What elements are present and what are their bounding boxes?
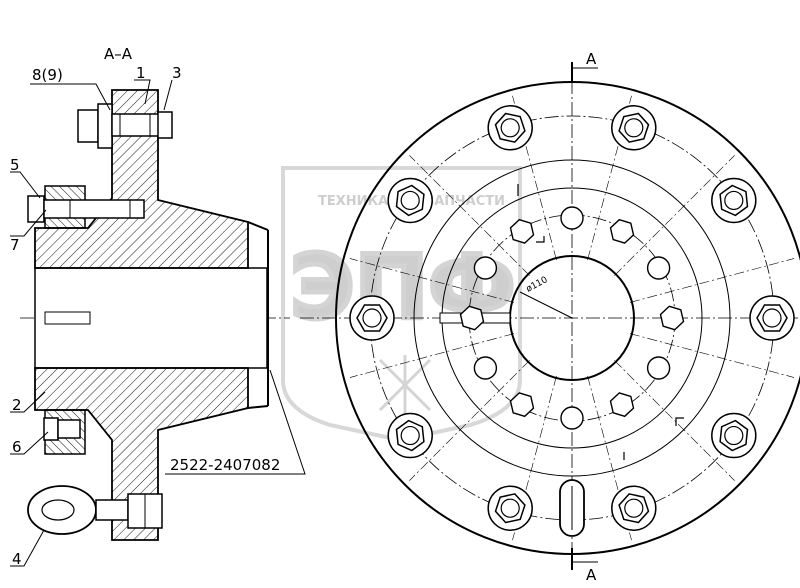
inner-bolt [560, 206, 584, 230]
inner-bolt [609, 218, 635, 244]
outer-bolt [611, 105, 657, 151]
section-mark-top: A [571, 50, 598, 82]
leaders [10, 79, 306, 567]
bolt-top [77, 103, 173, 149]
outer-bolt [387, 412, 433, 459]
callout-4: 4 [12, 550, 22, 568]
inner-bolt [473, 356, 498, 380]
inner-bolt [646, 356, 671, 380]
inner-bolt [473, 256, 498, 280]
outer-bolt [711, 412, 757, 459]
inner-bolt [659, 305, 685, 331]
inner-bolt [509, 392, 535, 418]
section-mark-bottom-label: A [586, 566, 597, 584]
outer-bolt [349, 295, 395, 341]
section-title: A–A [104, 45, 133, 63]
outer-bolt [611, 485, 657, 531]
inner-bolt [509, 218, 535, 244]
eye-bolt [27, 485, 163, 535]
section-view: A–A [10, 45, 306, 568]
callout-7: 7 [10, 236, 20, 254]
section-mark-bottom: A [571, 548, 598, 584]
bolt-5-7 [27, 195, 145, 223]
flange-inner [413, 159, 731, 477]
keyway [44, 311, 91, 325]
callout-5: 5 [10, 156, 20, 174]
part-number: 2522-2407082 [170, 456, 280, 474]
inner-bolts [459, 206, 685, 430]
outer-bolt [387, 177, 433, 224]
lifting-eye [559, 479, 585, 537]
dimension-label: ø110 [525, 275, 550, 295]
outer-bolt [749, 295, 795, 341]
inner-bolt [459, 305, 485, 331]
bolt-6 [43, 417, 81, 441]
section-mark-top-label: A [586, 50, 597, 68]
front-view: A A ø110 [300, 50, 800, 584]
flange-outer [335, 81, 800, 555]
callout-3: 3 [172, 64, 182, 82]
watermark-text-left: ТЕХНИКА [318, 194, 388, 209]
outer-bolt [487, 485, 533, 531]
dimension-line [519, 291, 573, 319]
inner-bolt [609, 392, 635, 418]
corner-marks [517, 184, 684, 460]
callout-2: 2 [12, 396, 22, 414]
callout-6: 6 [12, 438, 22, 456]
outer-bolts [349, 105, 795, 531]
watermark-snowflake-icon [378, 355, 432, 415]
callout-8-9: 8(9) [32, 66, 63, 84]
outer-bolt [487, 105, 533, 151]
callout-1: 1 [136, 64, 146, 82]
outer-bolt [711, 177, 757, 224]
inner-bolt [646, 256, 671, 280]
inner-bolt [560, 406, 584, 430]
